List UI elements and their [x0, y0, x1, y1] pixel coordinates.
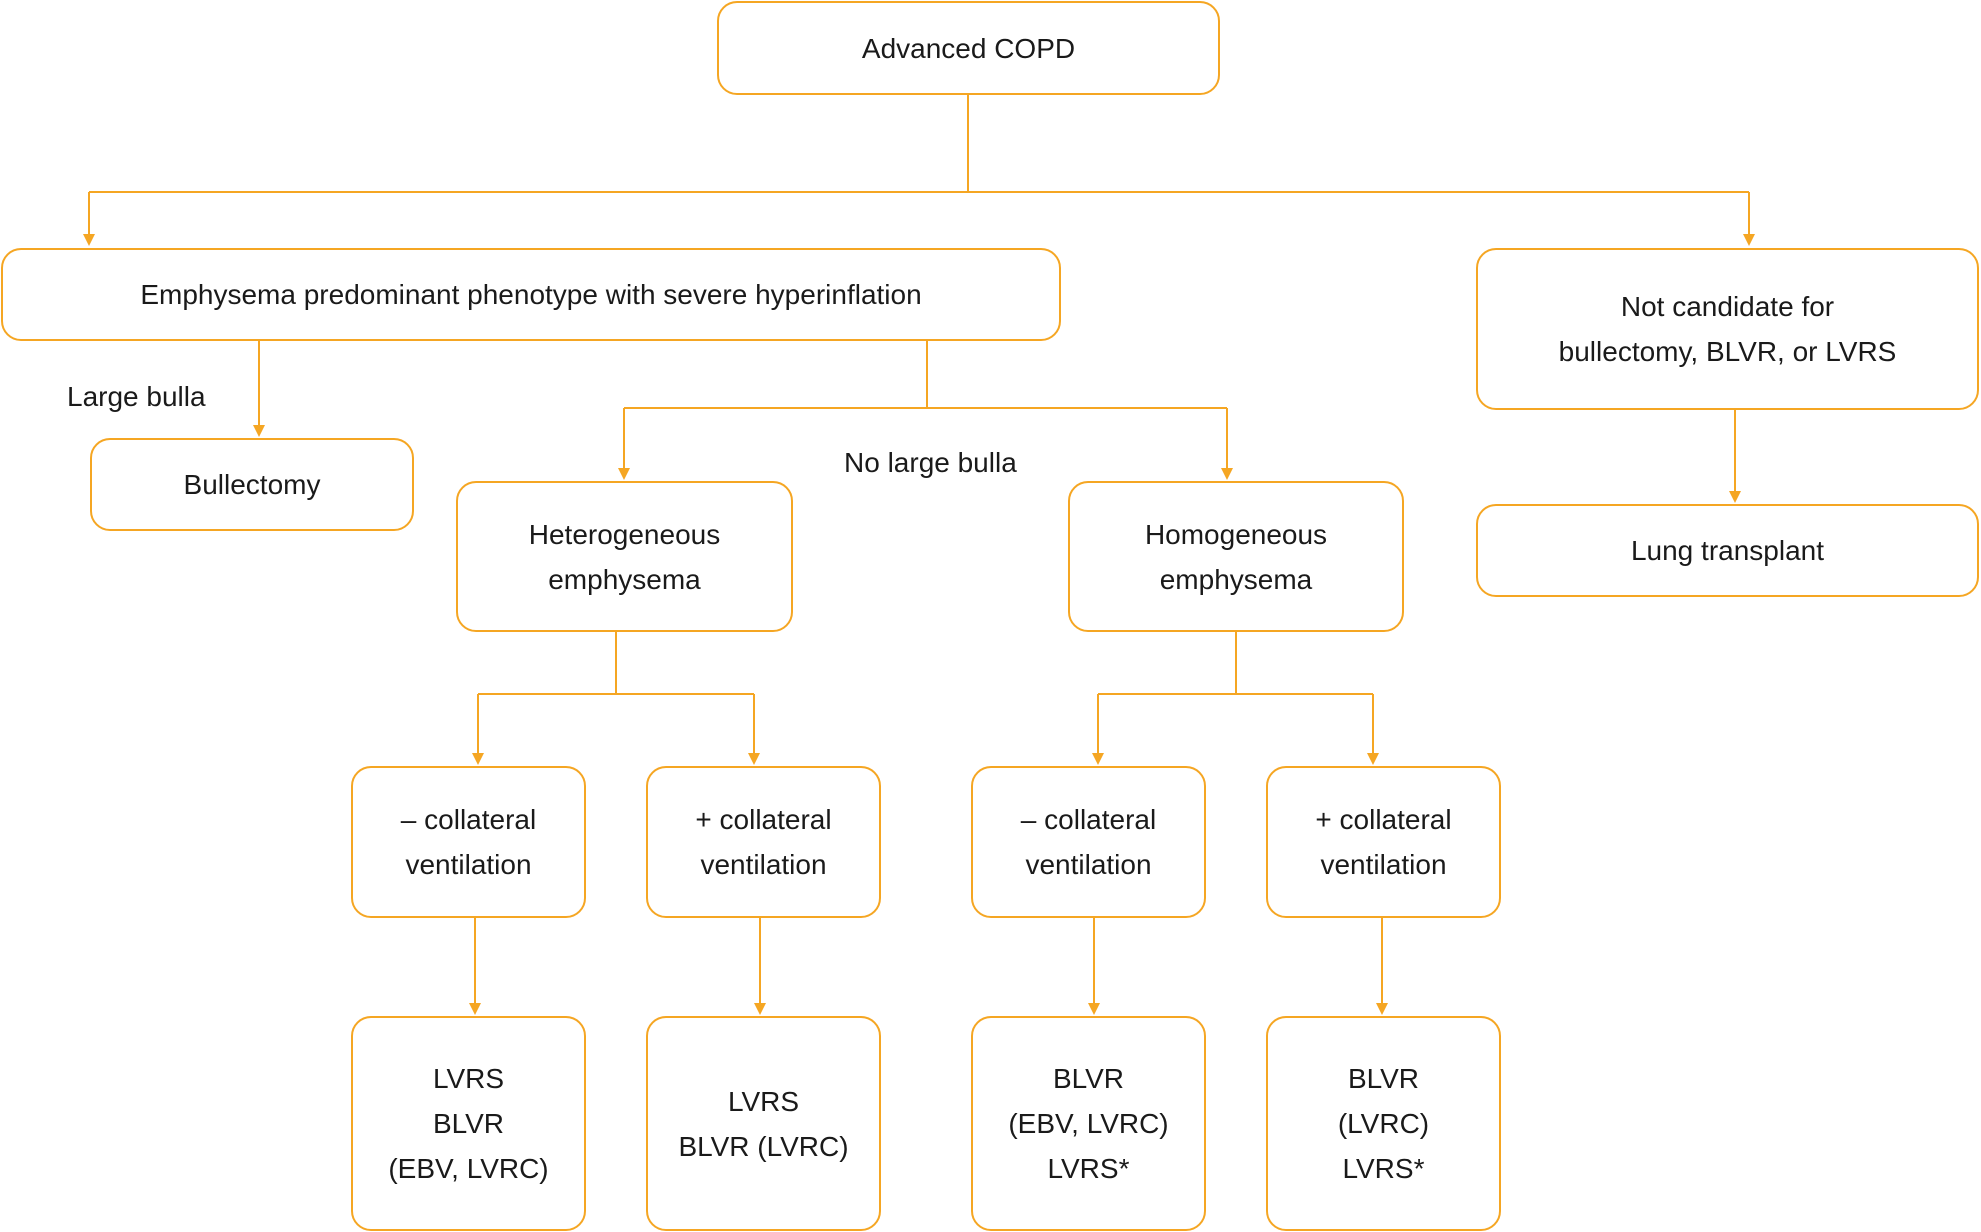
node-hom-negative-collateral-ventilation: – collateral ventilation [971, 766, 1206, 918]
node-heterogeneous-emphysema: Heterogeneous emphysema [456, 481, 793, 632]
node-text-line: BLVR [1052, 1063, 1125, 1094]
node-text-line: BLVR (LVRC) [678, 1130, 849, 1162]
node-text-line: bullectomy, BLVR, or LVRS [1558, 336, 1897, 367]
node-het-positive-collateral-ventilation: + collateral ventilation [646, 766, 881, 918]
node-text-line: + collateral [695, 804, 832, 835]
node-text-line: LVRS* [1047, 1153, 1130, 1184]
node-text-line: (LVRC) [1337, 1108, 1430, 1139]
node-hom-negative-treatment: BLVR (EBV, LVRC) LVRS* [971, 1016, 1206, 1231]
node-text-line: ventilation [405, 849, 532, 880]
node-text-line: emphysema [1159, 563, 1313, 595]
node-text-line: (EBV, LVRC) [1008, 1108, 1169, 1139]
node-text-line: – collateral [400, 804, 537, 835]
node-het-positive-treatment: LVRS BLVR (LVRC) [646, 1016, 881, 1231]
node-text-line: + collateral [1315, 804, 1452, 835]
node-text-line: Not candidate for [1620, 291, 1835, 322]
node-text-line: BLVR [432, 1108, 505, 1139]
node-het-negative-collateral-ventilation: – collateral ventilation [351, 766, 586, 918]
node-hom-positive-treatment: BLVR (LVRC) LVRS* [1266, 1016, 1501, 1231]
label-no-large-bulla: No large bulla [844, 447, 1017, 478]
node-text-line: BLVR [1347, 1063, 1420, 1094]
node-text-line: ventilation [1025, 849, 1152, 880]
node-homogeneous-emphysema: Homogeneous emphysema [1068, 481, 1404, 632]
node-text-line: emphysema [548, 563, 701, 595]
node-text-line: Advanced COPD [861, 32, 1076, 64]
node-text-line: ventilation [700, 849, 827, 880]
node-text-line: LVRS [432, 1063, 505, 1094]
node-text-line: Lung transplant [1630, 535, 1825, 566]
node-advanced-copd: Advanced COPD [717, 1, 1220, 95]
node-text-line: – collateral [1020, 804, 1157, 835]
node-text-line: LVRS* [1342, 1153, 1425, 1184]
node-text-line: Homogeneous [1144, 518, 1328, 550]
node-het-negative-treatment: LVRS BLVR (EBV, LVRC) [351, 1016, 586, 1231]
node-text-line: ventilation [1320, 849, 1447, 880]
node-hom-positive-collateral-ventilation: + collateral ventilation [1266, 766, 1501, 918]
label-large-bulla: Large bulla [67, 381, 206, 412]
node-not-candidate: Not candidate for bullectomy, BLVR, or LV… [1476, 248, 1979, 410]
node-lung-transplant: Lung transplant [1476, 504, 1979, 597]
node-bullectomy: Bullectomy [90, 438, 414, 531]
node-text-line: LVRS [727, 1085, 800, 1117]
node-text-line: Heterogeneous [528, 518, 721, 550]
node-text-line: (EBV, LVRC) [388, 1153, 549, 1184]
node-emphysema-predominant: Emphysema predominant phenotype with sev… [1, 248, 1061, 341]
node-text-line: Bullectomy [183, 469, 321, 500]
node-text-line: Emphysema predominant phenotype with sev… [140, 279, 922, 310]
